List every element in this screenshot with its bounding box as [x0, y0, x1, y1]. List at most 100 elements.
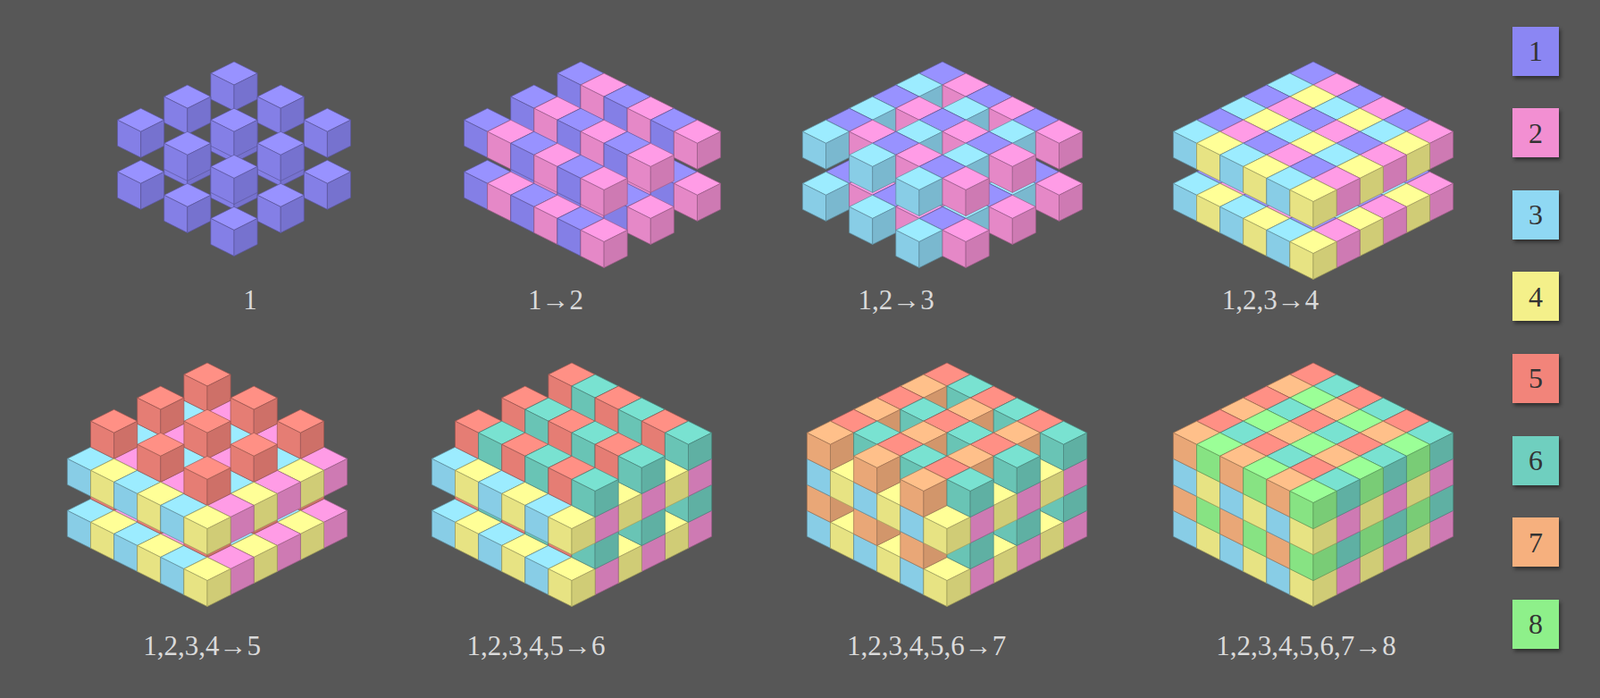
cube-face [1059, 131, 1083, 169]
cube-face [234, 217, 258, 256]
cube-face [300, 469, 324, 508]
cube-face [141, 171, 165, 210]
cube [210, 154, 258, 204]
cube-face [187, 96, 211, 135]
cube-face [207, 569, 231, 607]
cube-face [1012, 206, 1036, 244]
cube-face [896, 230, 920, 269]
cube [210, 206, 258, 256]
cube [571, 467, 619, 517]
cube [184, 362, 231, 412]
cube-face [830, 521, 855, 560]
cube-face [160, 557, 185, 595]
cube-face [184, 420, 208, 459]
cube-face [618, 493, 642, 531]
cube-face [117, 171, 142, 210]
cube-face [207, 467, 231, 505]
cube-face [1430, 183, 1454, 221]
cube-face [478, 533, 503, 571]
cube [896, 166, 943, 216]
cube [627, 194, 674, 244]
cube-face [571, 479, 595, 518]
cube-face [431, 458, 455, 496]
cube [618, 443, 665, 494]
cube-face [525, 455, 549, 494]
cube-face [114, 533, 138, 571]
cube [210, 108, 258, 158]
cube-face [1359, 166, 1383, 204]
cube-face [965, 178, 989, 217]
cube-face [184, 569, 208, 607]
cube [942, 217, 989, 268]
cube [164, 183, 211, 233]
cube-face [1016, 455, 1040, 494]
cube [303, 108, 351, 158]
cube-face [502, 544, 526, 583]
cube-face [877, 493, 901, 531]
cube-face [1035, 183, 1059, 221]
cube-face [141, 119, 165, 158]
cube [230, 385, 277, 436]
cube [1035, 119, 1082, 169]
cube-face [464, 171, 488, 210]
cube-face [431, 510, 455, 548]
cube-face [664, 521, 688, 560]
cube-face [455, 469, 479, 508]
cube-face [324, 510, 348, 548]
cube [1035, 171, 1082, 221]
cube [802, 171, 849, 221]
cube-face [830, 469, 855, 508]
cube-face [210, 73, 235, 111]
cube-face [257, 194, 281, 233]
cube-stack [117, 61, 352, 257]
cube [137, 432, 185, 482]
cube-face [117, 119, 142, 158]
cube-face [510, 194, 535, 233]
cube [184, 557, 231, 607]
cube-face [946, 569, 971, 607]
cube [210, 61, 258, 111]
cube-face [187, 142, 211, 181]
cube-face [1382, 154, 1407, 193]
cube-face [534, 154, 558, 193]
cube-face [1197, 142, 1221, 181]
cube-face [1220, 206, 1244, 244]
cube [137, 385, 185, 436]
cube [184, 505, 231, 555]
cube-face [993, 455, 1017, 494]
cube-face [580, 230, 604, 269]
cube-face [571, 517, 595, 555]
cube [184, 409, 231, 459]
cube-face [1382, 206, 1407, 244]
cube-face [1359, 217, 1383, 256]
cube-face [164, 142, 188, 181]
cube-face [207, 517, 231, 555]
cube-stack [1172, 61, 1453, 280]
cube-face [993, 493, 1017, 531]
cube-face [942, 178, 966, 217]
cube [91, 409, 138, 459]
cube-face [697, 183, 721, 221]
cube-face [1172, 183, 1197, 221]
cube [184, 455, 231, 505]
cube-face [697, 131, 721, 169]
cube-face [580, 178, 604, 217]
cube-face [1039, 521, 1064, 560]
cube [164, 84, 211, 135]
cube-face [487, 183, 511, 221]
cube-face [455, 521, 479, 560]
cube-face [618, 544, 642, 583]
cube-face [993, 544, 1017, 583]
cube-face [877, 455, 901, 494]
cube [627, 142, 674, 193]
cube-face [1039, 432, 1064, 470]
cube-face [137, 397, 161, 436]
cube-face [300, 420, 324, 459]
cube-face [854, 455, 878, 494]
cube [276, 409, 324, 459]
cube-face [1313, 190, 1337, 228]
cube [117, 108, 165, 158]
cube [664, 420, 712, 470]
cube-face [324, 458, 348, 496]
cube-face [603, 178, 628, 217]
